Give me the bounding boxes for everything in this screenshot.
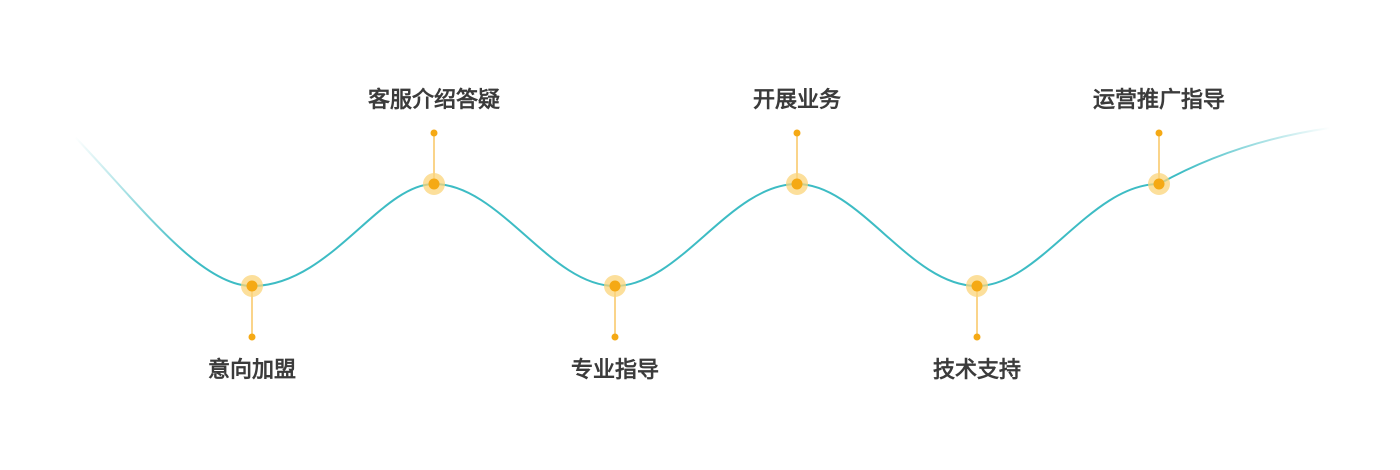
step-marker — [1148, 129, 1170, 195]
marker-dot — [1153, 178, 1165, 190]
step-label: 专业指导 — [570, 358, 660, 383]
step-marker — [423, 129, 445, 195]
connector-end-dot — [430, 129, 438, 137]
step-marker — [786, 129, 808, 195]
step-label: 技术支持 — [932, 358, 1022, 383]
step-label: 意向加盟 — [207, 358, 297, 383]
marker-dot — [791, 178, 803, 190]
marker-dot — [971, 280, 983, 292]
wave-curve — [74, 127, 1331, 288]
marker-dot — [246, 280, 258, 292]
step-marker — [241, 275, 263, 341]
step-marker — [604, 275, 626, 341]
step-markers — [241, 129, 1170, 341]
marker-dot — [428, 178, 440, 190]
connector-end-dot — [793, 129, 801, 137]
connector-end-dot — [248, 333, 256, 341]
connector-end-dot — [1155, 129, 1163, 137]
step-marker — [966, 275, 988, 341]
step-label: 运营推广指导 — [1092, 88, 1226, 113]
step-label: 客服介绍答疑 — [367, 88, 501, 113]
connector-end-dot — [973, 333, 981, 341]
marker-dot — [609, 280, 621, 292]
step-label: 开展业务 — [752, 88, 842, 113]
connector-end-dot — [611, 333, 619, 341]
